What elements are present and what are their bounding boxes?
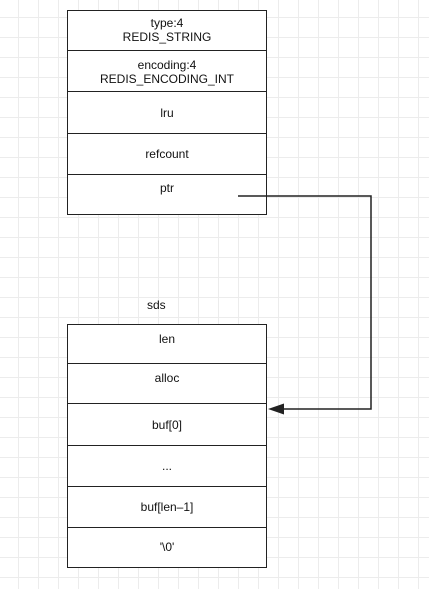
refcount-label: refcount [145,147,189,161]
buf-last-field: buf[len–1] [68,487,266,528]
len-label: len [158,332,175,346]
lru-field: lru [68,93,266,134]
buf0-label: buf[0] [151,418,183,432]
len-field: len [68,325,266,364]
ptr-arrow-head [268,403,284,415]
ellipsis-field: ... [68,446,266,487]
ellipsis-label: ... [161,459,172,473]
encoding-value: encoding:4 [137,58,197,72]
ptr-label: ptr [159,181,174,195]
ptr-arrow-line [238,195,372,410]
sds-caption: sds [147,298,166,312]
terminator-field: '\0' [68,528,266,566]
type-field: type:4 REDIS_STRING [68,11,266,51]
buf0-field: buf[0] [68,405,266,446]
sds-box: len alloc buf[0] ... buf[len–1] '\0' [67,324,267,568]
encoding-field: encoding:4 REDIS_ENCODING_INT [68,52,266,92]
type-value: type:4 [150,16,184,30]
encoding-name: REDIS_ENCODING_INT [99,72,235,86]
alloc-field: alloc [68,365,266,404]
lru-label: lru [160,106,174,120]
redis-object-box: type:4 REDIS_STRING encoding:4 REDIS_ENC… [67,10,267,215]
buf-last-label: buf[len–1] [140,500,194,514]
terminator-label: '\0' [159,540,175,554]
refcount-field: refcount [68,134,266,175]
type-name: REDIS_STRING [122,30,212,44]
alloc-label: alloc [154,371,180,385]
ptr-field: ptr [68,175,266,213]
